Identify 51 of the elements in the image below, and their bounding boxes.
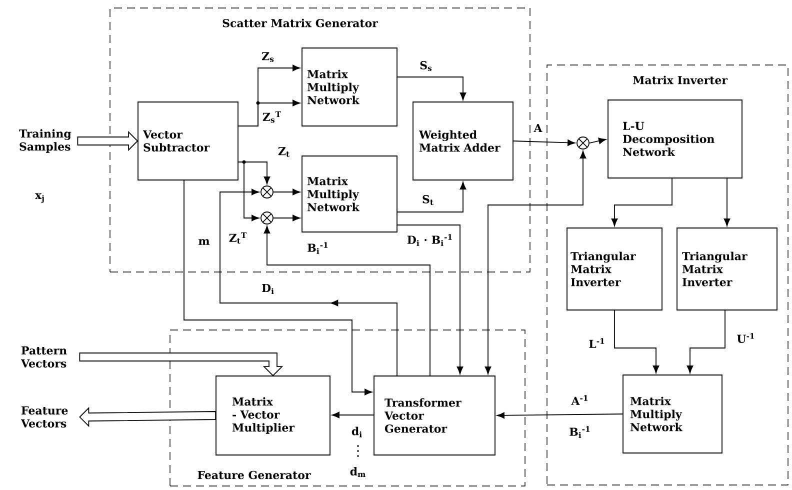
- process-box: Matrix Multiply Network: [302, 156, 398, 232]
- signal-label: x$_{j}$: [35, 193, 44, 203]
- arrow: [273, 188, 300, 196]
- multiplier-symbol: [260, 212, 274, 224]
- edge-label: A: [532, 123, 544, 133]
- arrow: [614, 310, 660, 374]
- edge-label: D$_{i}$: [260, 282, 276, 296]
- process-box: L-U Decomposition Network: [608, 100, 742, 178]
- process-box: Transformer Vector Generator: [374, 376, 496, 456]
- arrow: [397, 224, 464, 374]
- edge-label: d$_{i}$: [350, 426, 364, 438]
- process-box: Triangular Matrix Inverter: [566, 228, 662, 310]
- edge-label: Z$_{s}$: [260, 51, 276, 63]
- arrow: [724, 178, 730, 226]
- arrow: [220, 188, 398, 376]
- io-label: Training Samples: [19, 129, 72, 153]
- arrow: [184, 180, 372, 396]
- process-box: Weighted Matrix Adder: [412, 102, 514, 180]
- arrow: [77, 130, 138, 152]
- arrow: [332, 412, 374, 418]
- process-box: Triangular Matrix Inverter: [676, 228, 778, 310]
- arrow: [79, 352, 284, 376]
- io-label: Feature Vectors: [20, 406, 68, 428]
- edge-label: m: [197, 238, 211, 246]
- arrow: [397, 76, 466, 100]
- arrow: [611, 178, 672, 226]
- arrow: [273, 214, 300, 222]
- arrow: [589, 138, 606, 144]
- process-box: Matrix Multiply Network: [622, 374, 722, 454]
- signal-label: d$_{m}$: [350, 467, 366, 477]
- arrow: [686, 310, 726, 374]
- multiplier-symbol: [576, 136, 590, 150]
- edge-label: Z$_{t}$: [276, 146, 292, 158]
- multiplier-symbol: [260, 186, 274, 198]
- arrow: [513, 140, 576, 146]
- arrow: [496, 412, 623, 419]
- edge-label: S$_{s}$: [418, 60, 434, 72]
- edge-label: U$^{-1}$: [736, 332, 756, 344]
- io-label: Pattern Vectors: [20, 346, 67, 368]
- arrow: [238, 100, 300, 126]
- process-box: Matrix Multiply Network: [302, 48, 398, 126]
- edge-label: L$^{-1}$: [588, 337, 606, 349]
- arrow: [484, 150, 586, 374]
- arrow: [264, 226, 430, 376]
- edge-label: S$_{t}$: [421, 194, 435, 206]
- arrow: [79, 406, 216, 428]
- arrow: [397, 182, 466, 212]
- arrow: [238, 162, 260, 222]
- process-box: Vector Subtractor: [138, 102, 238, 180]
- edge-label: A$^{-1}$: [570, 394, 590, 406]
- process-box: Matrix - Vector Multiplier: [216, 376, 330, 456]
